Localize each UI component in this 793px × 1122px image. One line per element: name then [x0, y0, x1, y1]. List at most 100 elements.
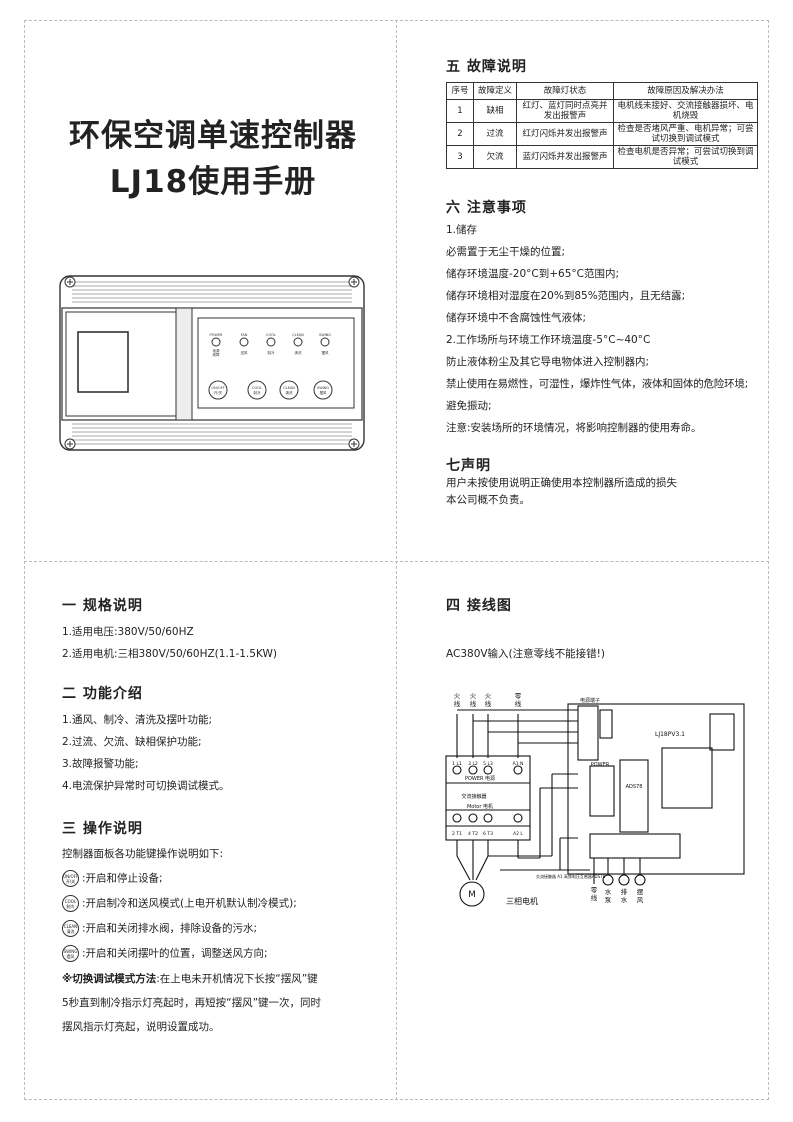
- section2-line: 1.通风、制冷、清洗及摆叶功能;: [62, 714, 213, 726]
- svg-text:摆风: 摆风: [320, 390, 328, 395]
- debug-mode-note-title: ※切换调试模式方法: [62, 973, 157, 985]
- cover-subtitle: LJ18使用手册: [109, 164, 317, 200]
- wiring-subtitle: AC380V输入(注意零线不能接错!): [446, 648, 605, 660]
- svg-text:交流接触器: 交流接触器: [461, 793, 486, 800]
- fold-line-horizontal: [24, 561, 769, 562]
- svg-text:SWING: SWING: [319, 333, 331, 337]
- fold-line-vertical: [396, 20, 397, 1100]
- debug-mode-note-line: 5秒直到制冷指示灯亮起时，再短按“摆风”键一次，同时: [62, 997, 322, 1009]
- debug-mode-note-line: 摆风指示灯亮起，说明设置成功。: [62, 1021, 220, 1033]
- section1-line: 2.适用电机:三相380V/50/60HZ(1.1-1.5KW): [62, 648, 277, 660]
- svg-text:2 T1: 2 T1: [452, 831, 462, 837]
- col-header: 序号: [446, 82, 474, 100]
- svg-text:A2 L: A2 L: [513, 831, 523, 837]
- svg-text:摆: 摆: [637, 887, 644, 896]
- svg-text:M: M: [468, 890, 476, 900]
- section2-line: 3.故障报警功能;: [62, 758, 139, 770]
- svg-text:FAN: FAN: [241, 333, 248, 337]
- section6-heading: 六 注意事项: [446, 200, 527, 216]
- svg-text:线: 线: [591, 893, 598, 902]
- svg-text:零: 零: [515, 692, 522, 700]
- section6-line: 防止液体粉尘及其它导电物体进入控制器内;: [446, 356, 650, 368]
- svg-text:COOL: COOL: [266, 333, 276, 337]
- svg-text:三相电机: 三相电机: [506, 896, 538, 906]
- table-row: 3 欠流 蓝灯闪烁并发出报警声 检查电机是否异常；可尝试切换到调试模式: [446, 145, 758, 169]
- table-cell: 红灯闪烁并发出报警声: [516, 122, 614, 146]
- svg-text:3 L2: 3 L2: [468, 761, 478, 767]
- svg-text:SWING: SWING: [317, 386, 329, 390]
- svg-text:CLEAN: CLEAN: [283, 386, 295, 390]
- svg-text:电源端子: 电源端子: [580, 697, 600, 704]
- svg-text:零: 零: [591, 886, 598, 894]
- section5-heading: 五 故障说明: [446, 59, 527, 75]
- svg-text:线: 线: [485, 699, 492, 708]
- table-cell: 电机线未接好、交流接触器损坏、电机烧毁: [613, 99, 758, 123]
- col-header: 故障定义: [473, 82, 517, 100]
- svg-text:交流接触器 A1 高频电压互感器ADS78: 交流接触器 A1 高频电压互感器ADS78: [536, 873, 606, 879]
- svg-text:4 T2: 4 T2: [468, 831, 478, 837]
- svg-text:火: 火: [470, 692, 477, 700]
- table-cell: 检查是否堵风严重、电机异常；可尝试切换到调试模式: [613, 122, 758, 146]
- section6-line: 储存环境中不含腐蚀性气液体;: [446, 312, 587, 324]
- section6-line: 2.工作场所与环境工作环境温度-5°C~40°C: [446, 334, 651, 346]
- table-cell: 1: [446, 99, 474, 123]
- svg-text:A1 N: A1 N: [513, 761, 524, 767]
- section6-line: 储存环境温度-20°C到+65°C范围内;: [446, 268, 620, 280]
- svg-text:水: 水: [605, 887, 612, 896]
- svg-text:水: 水: [621, 895, 628, 904]
- section6-line: 必需置于无尘干燥的位置;: [446, 246, 566, 258]
- svg-text:LJ18PV3.1: LJ18PV3.1: [655, 731, 685, 738]
- section7-line: 用户未按使用说明正确使用本控制器所造成的损失: [446, 477, 677, 489]
- svg-text:POWER: POWER: [591, 762, 610, 768]
- svg-text:火: 火: [485, 692, 492, 700]
- col-header: 故障原因及解决办法: [613, 82, 758, 100]
- svg-text:6 T3: 6 T3: [483, 831, 493, 837]
- svg-text:1 L1: 1 L1: [452, 761, 462, 767]
- col-header: 故障灯状态: [516, 82, 614, 100]
- svg-text:线: 线: [515, 699, 522, 708]
- svg-text:送风: 送风: [241, 350, 248, 355]
- table-cell: 过流: [473, 122, 517, 146]
- debug-mode-note: ※切换调试模式方法:在上电未开机情况下长按“摆风”键: [62, 973, 318, 985]
- svg-text:CLEAN: CLEAN: [292, 333, 304, 337]
- svg-text:火: 火: [454, 692, 461, 700]
- table-cell: 欠流: [473, 145, 517, 169]
- table-row: 1 缺相 红灯、蓝灯同时点亮并发出报警声 电机线未接好、交流接触器损坏、电机烧毁: [446, 99, 758, 123]
- section3-heading: 三 操作说明: [62, 821, 143, 837]
- svg-text:制冷: 制冷: [254, 390, 262, 395]
- section1-heading: 一 规格说明: [62, 598, 143, 614]
- table-cell: 蓝灯闪烁并发出报警声: [516, 145, 614, 169]
- svg-text:Motor 电机: Motor 电机: [467, 803, 493, 810]
- svg-text:泵: 泵: [605, 896, 612, 904]
- svg-text:摆风: 摆风: [322, 350, 330, 355]
- svg-text:POWER: POWER: [210, 333, 224, 337]
- section2-line: 2.过流、欠流、缺相保护功能;: [62, 736, 202, 748]
- table-cell: 2: [446, 122, 474, 146]
- svg-text:电源: 电源: [213, 348, 220, 353]
- section6-line: 1.储存: [446, 224, 478, 236]
- svg-text:ADS78: ADS78: [626, 784, 643, 790]
- section1-line: 1.适用电压:380V/50/60HZ: [62, 626, 194, 638]
- table-cell: 检查电机是否异常；可尝试切换到调试模式: [613, 145, 758, 169]
- section7-line: 本公司概不负责。: [446, 494, 530, 506]
- svg-text:清洗: 清洗: [286, 390, 294, 395]
- section7-heading: 七声明: [446, 458, 491, 474]
- svg-text:线: 线: [470, 699, 477, 708]
- section6-line: 避免振动;: [446, 400, 492, 412]
- svg-text:5 L3: 5 L3: [483, 761, 493, 767]
- table-cell: 红灯、蓝灯同时点亮并发出报警声: [516, 99, 614, 123]
- table-cell: 3: [446, 145, 474, 169]
- fault-table: 序号 故障定义 故障灯状态 故障原因及解决办法 1 缺相 红灯、蓝灯同时点亮并发…: [446, 82, 758, 169]
- table-row: 2 过流 红灯闪烁并发出报警声 检查是否堵风严重、电机异常；可尝试切换到调试模式: [446, 122, 758, 146]
- section4-heading: 四 接线图: [446, 598, 512, 614]
